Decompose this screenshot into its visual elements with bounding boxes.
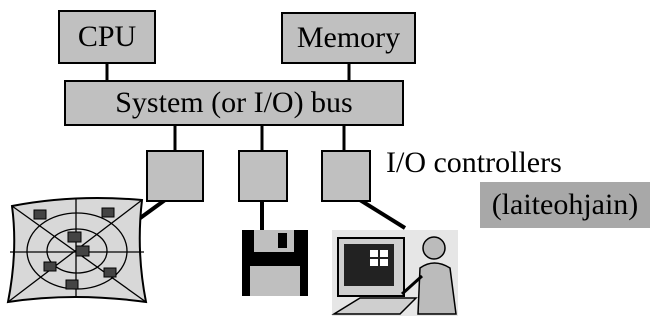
cpu-label: CPU <box>77 20 137 53</box>
io-controller <box>321 150 371 202</box>
cpu-box: CPU <box>58 10 156 64</box>
io-controller <box>146 150 204 202</box>
io-controller <box>238 150 288 202</box>
controllers-label: I/O controllers <box>386 146 562 179</box>
network-web-icon <box>6 197 148 304</box>
terminal-user-icon <box>331 230 458 316</box>
controller3-terminal-line <box>358 198 407 230</box>
memory-box: Memory <box>281 12 416 64</box>
memory-label: Memory <box>296 21 401 54</box>
system-bus-box: System (or I/O) bus <box>64 80 404 126</box>
floppy-disk-icon <box>242 230 308 296</box>
bus-label: System (or I/O) bus <box>115 86 353 119</box>
controllers-translation: (laiteohjain) <box>480 182 650 228</box>
